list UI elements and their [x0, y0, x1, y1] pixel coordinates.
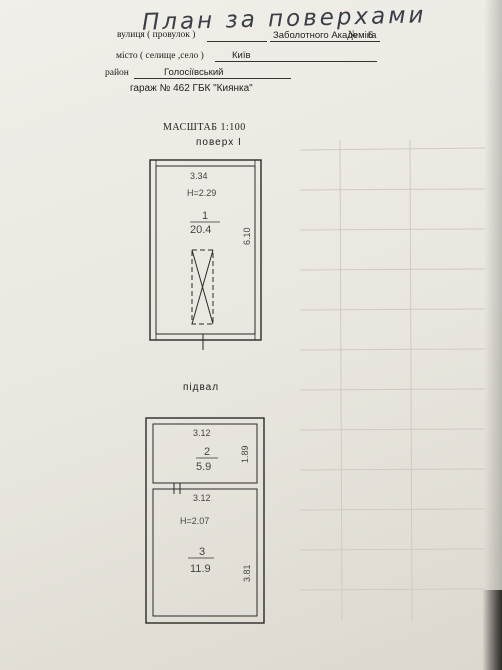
- garage-line: гараж № 462 ГБК "Киянка": [130, 83, 253, 94]
- room2-width: 3.12: [193, 428, 211, 438]
- room2-inner-wall: [152, 423, 258, 484]
- basement-outer-wall: [145, 417, 265, 624]
- room2-area: 5.9: [196, 461, 211, 473]
- street-value: Заболотного Академіка: [273, 30, 377, 41]
- room3-height: H=2.07: [180, 516, 209, 526]
- page-edge-shadow: [484, 0, 502, 670]
- floor1-room-number: 1: [202, 210, 208, 222]
- street-label: вулиця ( провулок ): [117, 30, 196, 40]
- page-corner-shadow: [482, 590, 502, 670]
- floor1-inner-wall: [155, 165, 256, 335]
- floor1-outer-wall: [149, 159, 262, 341]
- city-value: Київ: [232, 50, 251, 61]
- number-value: 5: [368, 30, 374, 41]
- basement-label: підвал: [183, 382, 220, 393]
- number-label: №: [348, 30, 358, 40]
- floor1-length: 6.10: [242, 227, 252, 245]
- city-underline: [215, 61, 377, 62]
- room3-number: 3: [199, 546, 205, 558]
- floor1-room-area: 20.4: [190, 224, 211, 236]
- district-value: Голосіївський: [164, 67, 224, 78]
- street-underline-a: [207, 41, 267, 42]
- room2-number: 2: [204, 446, 210, 458]
- room3-area: 11.9: [190, 563, 211, 575]
- inspection-pit: [191, 249, 214, 325]
- district-underline: [134, 78, 291, 79]
- floor1-room-outline: [149, 159, 262, 350]
- street-underline-b: [270, 41, 380, 42]
- room3-length: 3.81: [242, 564, 252, 582]
- city-label: місто ( селище ,село ): [116, 51, 204, 61]
- district-label: район: [105, 68, 129, 78]
- floor1-height: H=2.29: [187, 188, 216, 198]
- floor1-label: поверх I: [196, 137, 242, 148]
- scale-label: МАСШТАБ 1:100: [163, 122, 246, 133]
- room3-inner-wall: [152, 488, 258, 617]
- floor1-width: 3.34: [190, 171, 208, 181]
- room3-width: 3.12: [193, 493, 211, 503]
- basement-outline: [145, 417, 265, 624]
- room2-length: 1.89: [240, 445, 250, 463]
